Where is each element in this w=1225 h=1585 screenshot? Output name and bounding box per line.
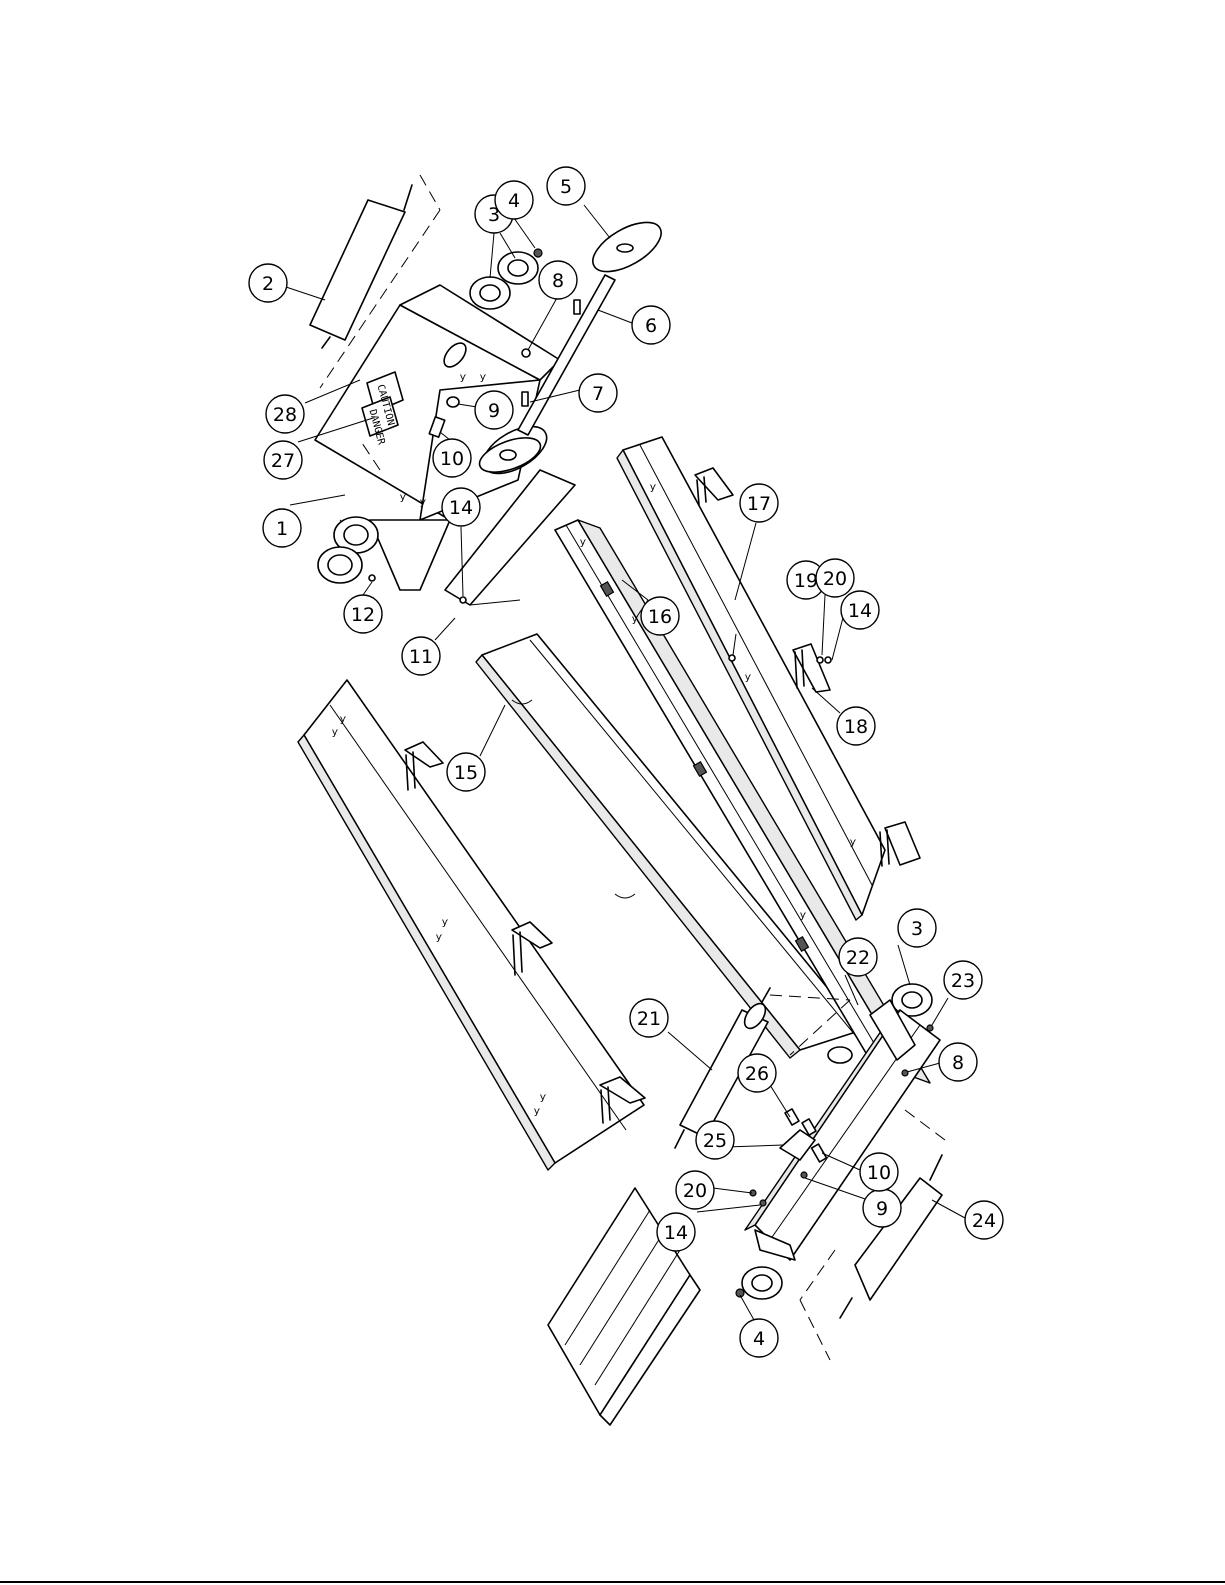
svg-text:10: 10 <box>440 448 464 470</box>
balloon-4: 4 <box>740 1319 778 1357</box>
svg-text:24: 24 <box>972 1210 996 1232</box>
svg-text:17: 17 <box>747 493 771 515</box>
svg-text:16: 16 <box>648 606 672 628</box>
balloon-7: 7 <box>579 374 617 412</box>
balloon-12: 12 <box>344 595 382 633</box>
svg-text:14: 14 <box>449 497 473 519</box>
svg-text:ƴ: ƴ <box>850 837 856 848</box>
svg-text:19: 19 <box>794 570 818 592</box>
balloon-23: 23 <box>944 961 982 999</box>
balloon-9: 9 <box>863 1189 901 1227</box>
balloon-2: 2 <box>249 264 287 302</box>
svg-text:ƴ: ƴ <box>534 1106 540 1117</box>
svg-text:8: 8 <box>952 1052 964 1074</box>
svg-text:ƴ: ƴ <box>400 492 406 503</box>
svg-text:6: 6 <box>645 315 657 337</box>
svg-text:10: 10 <box>867 1162 891 1184</box>
svg-text:ƴ: ƴ <box>332 727 338 738</box>
svg-text:ƴ: ƴ <box>540 1092 546 1103</box>
balloon-17: 17 <box>740 484 778 522</box>
balloon-16: 16 <box>641 597 679 635</box>
svg-text:26: 26 <box>745 1063 769 1085</box>
balloon-14: 14 <box>442 488 480 526</box>
svg-text:25: 25 <box>703 1130 727 1152</box>
svg-text:14: 14 <box>848 600 872 622</box>
svg-text:9: 9 <box>488 400 500 422</box>
svg-text:ƴ: ƴ <box>340 714 346 725</box>
svg-text:3: 3 <box>911 918 923 940</box>
svg-text:2: 2 <box>262 273 274 295</box>
svg-text:18: 18 <box>844 716 868 738</box>
svg-text:27: 27 <box>271 450 295 472</box>
balloon-8: 8 <box>939 1043 977 1081</box>
svg-text:4: 4 <box>753 1328 765 1350</box>
svg-text:12: 12 <box>351 604 375 626</box>
balloon-18: 18 <box>837 707 875 745</box>
svg-text:ƴ: ƴ <box>480 372 486 383</box>
balloon-6: 6 <box>632 306 670 344</box>
svg-text:22: 22 <box>846 947 870 969</box>
balloon-28: 28 <box>266 395 304 433</box>
svg-text:ƴ: ƴ <box>800 910 806 921</box>
bearing-left-pair <box>318 517 378 583</box>
svg-text:8: 8 <box>552 270 564 292</box>
balloon-1: 1 <box>263 509 301 547</box>
balloon-25: 25 <box>696 1121 734 1159</box>
bearing-top-pair <box>470 249 542 309</box>
svg-text:21: 21 <box>637 1008 661 1030</box>
balloon-11: 11 <box>402 637 440 675</box>
balloon-24: 24 <box>965 1201 1003 1239</box>
balloon-4: 4 <box>495 181 533 219</box>
balloon-20: 20 <box>676 1171 714 1209</box>
svg-text:1: 1 <box>276 518 288 540</box>
balloon-26: 26 <box>738 1054 776 1092</box>
balloon-3: 3 <box>898 909 936 947</box>
balloon-9: 9 <box>475 391 513 429</box>
svg-text:ƴ: ƴ <box>580 537 586 548</box>
page-bottom-rule <box>0 1581 1225 1583</box>
svg-text:7: 7 <box>592 383 604 405</box>
svg-text:28: 28 <box>273 404 297 426</box>
balloon-8: 8 <box>539 261 577 299</box>
balloon-27: 27 <box>264 441 302 479</box>
svg-text:5: 5 <box>560 176 572 198</box>
svg-text:11: 11 <box>409 646 433 668</box>
svg-text:20: 20 <box>683 1180 707 1202</box>
svg-text:ƴ: ƴ <box>420 497 426 508</box>
balloon-20: 20 <box>816 559 854 597</box>
balloon-10: 10 <box>860 1153 898 1191</box>
balloon-5: 5 <box>547 167 585 205</box>
svg-text:ƴ: ƴ <box>442 917 448 928</box>
svg-text:9: 9 <box>876 1198 888 1220</box>
balloon-22: 22 <box>839 938 877 976</box>
balloon-15: 15 <box>447 753 485 791</box>
svg-text:ƴ: ƴ <box>460 372 466 383</box>
svg-text:ƴ: ƴ <box>745 672 751 683</box>
balloon-10: 10 <box>433 439 471 477</box>
svg-text:23: 23 <box>951 970 975 992</box>
balloon-14: 14 <box>841 591 879 629</box>
svg-text:ƴ: ƴ <box>436 932 442 943</box>
balloon-14: 14 <box>657 1213 695 1251</box>
svg-text:ƴ: ƴ <box>650 482 656 493</box>
balloon-21: 21 <box>630 999 668 1037</box>
svg-text:4: 4 <box>508 190 520 212</box>
svg-text:15: 15 <box>454 762 478 784</box>
bearing-lower-left <box>736 1267 782 1299</box>
svg-text:14: 14 <box>664 1222 688 1244</box>
svg-text:20: 20 <box>823 568 847 590</box>
